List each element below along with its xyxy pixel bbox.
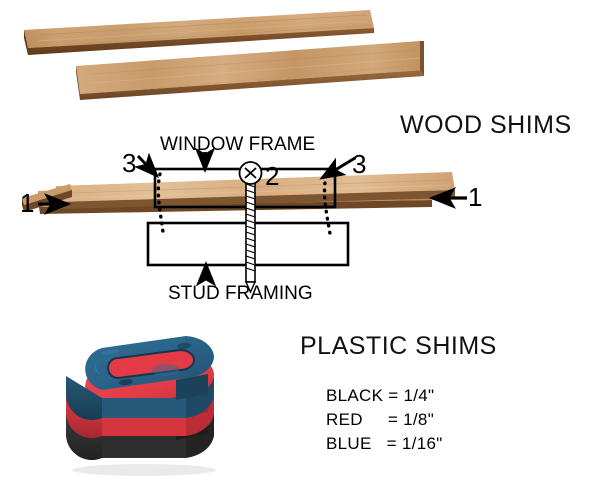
callout-3-right: 3 (352, 149, 367, 179)
legend-row-blue: BLUE = 1/16" (326, 434, 443, 453)
plastic-shims-photo (66, 336, 216, 476)
plastic-shim-blue (66, 336, 215, 421)
stud-framing-label: STUD FRAMING (168, 283, 313, 304)
callout-3-left: 3 (122, 148, 137, 178)
callout-1-left: 1 (20, 188, 35, 218)
plastic-shims-legend: BLACK = 1/4" RED = 1/8" BLUE = 1/16" (326, 386, 443, 454)
wood-shims-title: WOOD SHIMS (400, 111, 572, 139)
arrow-callout-3-right (319, 156, 356, 180)
callout-1-right: 1 (468, 182, 483, 212)
legend-row-red: RED = 1/8" (326, 410, 435, 429)
wood-shims-photo (24, 10, 424, 100)
callout-2-screw: 2 (265, 161, 280, 191)
shim-installation-diagram (22, 147, 467, 294)
wood-shim-front (76, 41, 424, 100)
legend-row-black: BLACK = 1/4" (326, 386, 435, 405)
wood-shim-back (24, 10, 374, 55)
arrow-callout-3-left (134, 152, 160, 179)
shim-overlap-dotted-lines (156, 172, 332, 236)
window-frame-label: WINDOW FRAME (160, 134, 316, 155)
screw-icon (238, 161, 263, 294)
plastic-shims-title: PLASTIC SHIMS (300, 332, 497, 360)
